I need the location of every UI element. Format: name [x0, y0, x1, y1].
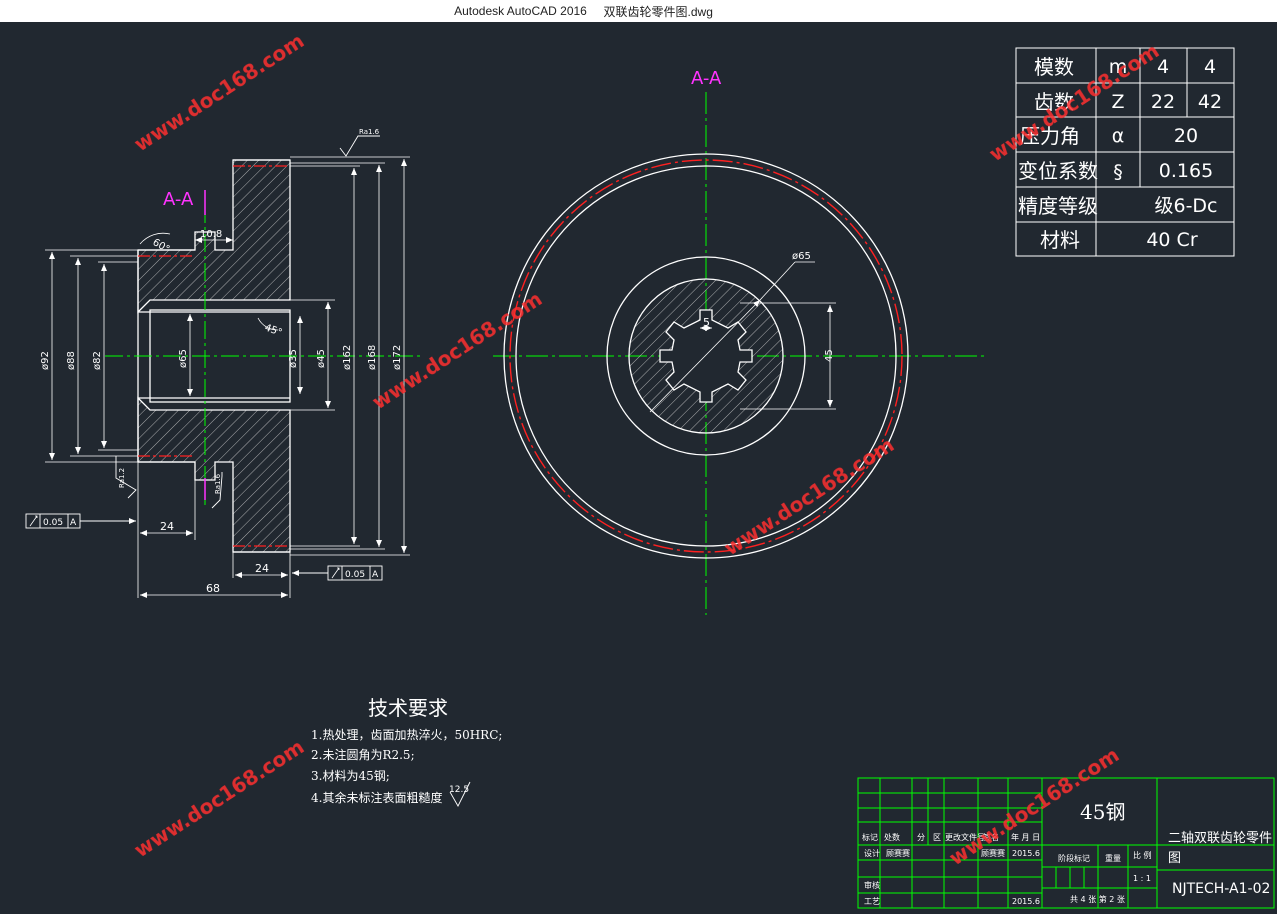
dim-d82: ø82 [92, 351, 103, 370]
tech-item-2: 2.未注圆角为R2.5; [311, 747, 415, 762]
tech-heading: 技术要求 [368, 696, 448, 720]
tech-roughness-symbol: 12.5 [449, 785, 469, 795]
roughness-top: Ra1.6 [359, 128, 380, 136]
file-name: 双联齿轮零件图.dwg [603, 4, 713, 19]
roughness-mid: Ra1.6 [214, 473, 222, 494]
scale-value: 1 : 1 [1133, 874, 1151, 883]
gear-row-0-label: 模数 [1034, 55, 1074, 79]
tolerance-frame-bottom[interactable]: 0.05 A [292, 565, 383, 581]
section-label-right: A-A [691, 68, 722, 89]
dim-len24-right: 24 [255, 562, 269, 575]
app-title: Autodesk AutoCAD 2016 [454, 4, 587, 18]
sheet-count: 共 4 张 第 2 张 [1070, 894, 1125, 904]
title-block: 45钢 二轴双联齿轮零件 图 NJTECH-A1-02 标记 处数 分 区 更改… [857, 777, 1275, 909]
design-label: 设计 [864, 848, 880, 858]
section-hatch-upper [137, 159, 291, 314]
head-cell-sign: 签名 [983, 832, 999, 842]
standard-by: 顾赛赛 [981, 848, 1005, 858]
dim-d168: ø168 [367, 345, 378, 370]
section-view[interactable]: A-A ø92 [25, 128, 420, 598]
tolerance-frame-left[interactable]: 0.05 A [25, 513, 136, 529]
gear-row-0-v2: 4 [1204, 56, 1216, 78]
title-date1: 2015.6 [1012, 849, 1040, 858]
outer-circle-d172 [503, 153, 909, 559]
dim-key5: 5 [703, 316, 710, 329]
stage-label: 阶段标记 [1058, 853, 1090, 863]
watermark-5: www.doc168.com [130, 735, 309, 863]
title-drawing-no: NJTECH-A1-02 [1172, 881, 1270, 897]
dim-d65-axial: ø65 [178, 349, 189, 368]
dim-d172: ø172 [392, 345, 403, 370]
gear-row-2-symbol: α [1112, 125, 1125, 147]
watermark-4: www.doc168.com [720, 433, 899, 561]
dim-d162: ø162 [342, 345, 353, 370]
tolerance-bottom-value: 0.05 [345, 570, 365, 580]
cad-drawing-canvas[interactable]: A-A ø92 [0, 22, 1277, 914]
dim-h45: 45 [824, 349, 835, 362]
gear-row-4-label: 精度等级 [1018, 194, 1098, 218]
gear-parameter-table [1015, 47, 1235, 257]
window-title-bar: Autodesk AutoCAD 2016 双联齿轮零件图.dwg [0, 0, 1277, 22]
gear-row-5-value: 40 Cr [1146, 229, 1197, 251]
title-part-name-line1: 二轴双联齿轮零件 [1168, 831, 1272, 846]
spline-bore [659, 309, 753, 403]
pitch-circle-d168 [509, 159, 903, 553]
dim-d65-face: ø65 [792, 251, 811, 262]
title-material: 45钢 [1080, 800, 1125, 824]
gear-row-1-label: 齿数 [1034, 90, 1074, 114]
dim-d35: ø35 [288, 349, 299, 368]
designer-name: 顾赛赛 [886, 848, 910, 858]
section-hatch-lower [137, 396, 291, 553]
dim-len68: 68 [206, 582, 220, 595]
dim-d45-axial: ø45 [316, 349, 327, 368]
head-cell-date: 年 月 日 [1011, 832, 1040, 842]
gear-row-1-v1: 22 [1151, 91, 1175, 113]
dim-len24-left: 24 [160, 520, 174, 533]
hub-circle [606, 256, 806, 456]
gear-row-1-symbol: Z [1111, 91, 1124, 113]
tech-item-4: 4.其余未标注表面粗糙度 [311, 790, 442, 805]
head-cell-mark: 标记 [862, 832, 878, 842]
gear-row-5-label: 材料 [1040, 228, 1080, 252]
dim-d92: ø92 [40, 351, 51, 370]
gear-row-0-v1: 4 [1157, 56, 1169, 78]
tolerance-left-datum: A [70, 518, 77, 528]
tech-requirements: 技术要求 1.热处理，齿面加热淬火，50HRC; 2.未注圆角为R2.5; 3.… [311, 696, 502, 807]
tolerance-left-value: 0.05 [43, 518, 63, 528]
review-label: 审核 [864, 880, 880, 890]
gear-row-3-symbol: § [1113, 161, 1123, 183]
gear-row-3-label: 变位系数 [1018, 159, 1098, 183]
gear-row-4-value: 级6-Dc [1154, 195, 1217, 217]
gear-row-2-value: 20 [1174, 125, 1198, 147]
weight-label: 重量 [1105, 853, 1121, 863]
dim-angle45: 45° [263, 322, 283, 338]
root-circle-d162 [515, 165, 897, 547]
gear-row-2-label: 压力角 [1020, 124, 1080, 148]
dim-groove: 10.8 [200, 229, 222, 240]
head-cell-count: 处数 [884, 832, 900, 842]
title-part-name-line2: 图 [1168, 851, 1181, 866]
gear-row-1-v2: 42 [1198, 91, 1222, 113]
process-label: 工艺 [864, 897, 880, 906]
section-label-left: A-A [163, 189, 194, 210]
tolerance-bottom-datum: A [372, 570, 379, 580]
head-cell-change-doc: 更改文件号 [945, 832, 985, 842]
head-cell-div: 分 [917, 833, 925, 842]
front-view[interactable]: A-A 5 ø65 45 [493, 68, 988, 615]
roughness-left: Ra1.2 [118, 468, 126, 488]
tech-item-3: 3.材料为45钢; [311, 769, 390, 783]
gear-row-3-value: 0.165 [1159, 160, 1213, 182]
watermark-1: www.doc168.com [130, 29, 309, 157]
scale-label: 比 例 [1133, 850, 1152, 860]
dim-d88: ø88 [66, 351, 77, 370]
title-date2: 2015.6 [1012, 897, 1040, 906]
gear-row-0-symbol: m [1109, 56, 1128, 78]
head-cell-zone: 区 [933, 833, 941, 842]
tech-item-1: 1.热处理，齿面加热淬火，50HRC; [311, 727, 502, 742]
